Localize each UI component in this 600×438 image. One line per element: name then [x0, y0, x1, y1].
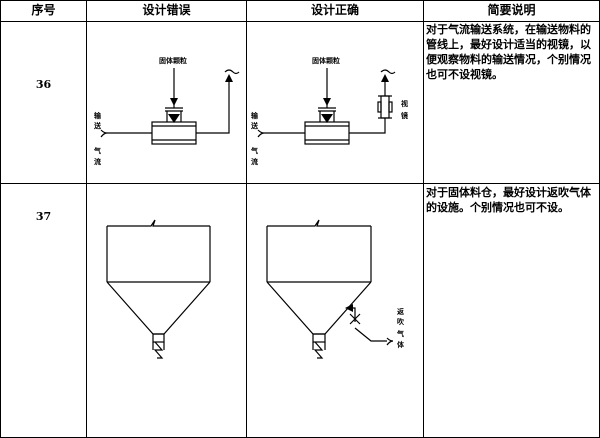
right-silo-diagram: 返 吹 气 体: [266, 219, 405, 359]
right-inlet-label: 固体颗粒: [312, 56, 340, 65]
header-wrong-design: 设计错误: [142, 3, 191, 17]
right-gas-char-4: 流: [251, 157, 258, 166]
row-36-number: 36: [35, 78, 52, 91]
header-right-design: 设计正确: [310, 3, 359, 17]
blowback-char-4: 体: [397, 340, 405, 349]
wrong-inlet-label: 固体颗粒: [159, 56, 187, 65]
sight-glass-char-1: 视: [401, 99, 408, 108]
blowback-char-2: 吹: [397, 317, 405, 326]
row-36-note: 对于气流输送系统，在输送物料的管线上，最好设计适当的视镜，以便观察物料的输送情况…: [426, 23, 591, 81]
header-number: 序号: [31, 3, 56, 17]
blowback-char-1: 返: [397, 307, 404, 316]
sight-glass-char-2: 镜: [401, 111, 408, 120]
wrong-gas-char-2: 送: [93, 121, 102, 130]
row-37-number: 37: [35, 210, 52, 223]
row-37-note: 对于固体料仓，最好设计返吹气体的设施。个别情况也可不设。: [426, 186, 591, 214]
wrong-pneumatic-conveying-diagram: 固体颗粒 输 送 气 流: [93, 56, 240, 166]
blowback-char-3: 气: [396, 329, 404, 338]
wrong-silo-diagram: [106, 219, 211, 359]
right-gas-char-2: 送: [250, 121, 259, 130]
wrong-gas-char-1: 输: [94, 111, 102, 120]
right-gas-char-3: 气: [250, 146, 258, 155]
right-pneumatic-conveying-diagram: 固体颗粒 输 送 气 流 视 镜: [250, 56, 408, 166]
right-gas-char-1: 输: [251, 111, 259, 120]
header-notes: 简要说明: [487, 3, 536, 17]
wrong-gas-char-4: 流: [94, 157, 101, 166]
wrong-gas-char-3: 气: [93, 146, 101, 155]
